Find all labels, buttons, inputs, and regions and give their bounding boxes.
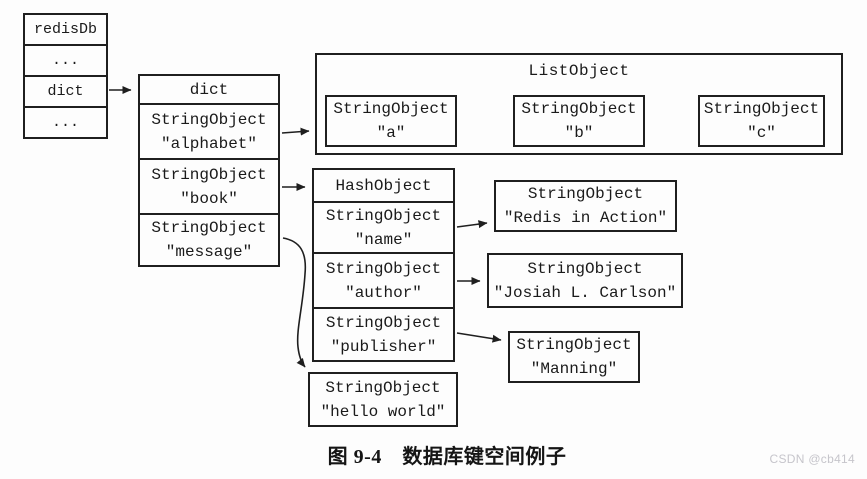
dict-table-header: dict <box>189 80 229 99</box>
object-value-label: "c" <box>747 124 776 142</box>
object-value-label: "Josiah L. Carlson" <box>493 283 677 302</box>
object-type-label: StringObject <box>325 378 441 397</box>
object-type-label: StringObject <box>527 185 644 203</box>
object-value-label: "hello world" <box>320 402 446 421</box>
object-type-label: StringObject <box>151 165 267 184</box>
object-value-label: "author" <box>345 283 422 302</box>
dict-row-message: StringObject "message" <box>140 213 278 265</box>
object-value-label: "alphabet" <box>160 134 257 153</box>
value-box-hello-world: StringObject "hello world" <box>308 372 458 427</box>
hashobject-table: HashObject StringObject "name" StringObj… <box>312 168 455 362</box>
dict-table: dict StringObject "alphabet" StringObjec… <box>138 74 280 267</box>
arrow-publisher-to-manning <box>456 332 502 343</box>
object-value-label: "name" <box>354 230 413 249</box>
object-value-label: "b" <box>564 124 594 142</box>
hashobject-row-publisher: StringObject "publisher" <box>314 307 453 360</box>
redisdb-cell-title: redisDb <box>33 20 97 38</box>
hashobject-row-name: StringObject "name" <box>314 201 453 252</box>
arrow-alphabet-to-listobject <box>281 127 310 136</box>
redisdb-cell-ellipsis-top: ... <box>25 44 106 75</box>
object-value-label: "Redis in Action" <box>503 209 668 227</box>
object-type-label: StringObject <box>151 219 267 237</box>
object-type-label: StringObject <box>325 206 442 225</box>
csdn-watermark: CSDN @cb414 <box>769 452 855 466</box>
value-box-manning: StringObject "Manning" <box>508 331 640 383</box>
object-type-label: StringObject <box>151 110 267 129</box>
redisdb-cell-ellipsis-bottom: ... <box>25 106 106 137</box>
object-type-label: StringObject <box>333 100 449 118</box>
arrow-message-to-hello-world <box>282 237 307 368</box>
object-value-label: "message" <box>165 243 253 261</box>
object-value-label: "Manning" <box>530 360 618 378</box>
listobject-container: ListObject StringObject "a" StringObject… <box>315 53 843 155</box>
dict-row-book: StringObject "book" <box>140 158 278 213</box>
object-value-label: "publisher" <box>330 337 437 356</box>
hashobject-row-author: StringObject "author" <box>314 252 453 307</box>
object-value-label: "a" <box>376 124 406 142</box>
object-type-label: StringObject <box>325 259 442 278</box>
object-type-label: StringObject <box>516 336 632 354</box>
value-box-redis-in-action: StringObject "Redis in Action" <box>494 180 677 232</box>
listobject-item-b: StringObject "b" <box>513 95 645 147</box>
object-type-label: StringObject <box>527 259 643 278</box>
value-box-josiah-carlson: StringObject "Josiah L. Carlson" <box>487 253 683 308</box>
figure-caption: 图 9-4 数据库键空间例子 <box>327 446 567 468</box>
dict-row-alphabet: StringObject "alphabet" <box>140 103 278 158</box>
object-type-label: StringObject <box>325 313 442 332</box>
listobject-item-a: StringObject "a" <box>325 95 457 147</box>
redisdb-table: redisDb ... dict ... <box>23 13 108 139</box>
listobject-title: ListObject <box>528 62 630 80</box>
hashobject-header: HashObject <box>335 176 432 195</box>
object-type-label: StringObject <box>703 100 820 118</box>
redisdb-cell-dict: dict <box>25 75 106 106</box>
arrow-name-to-redis-in-action <box>456 220 488 229</box>
object-type-label: StringObject <box>521 100 637 118</box>
listobject-item-c: StringObject "c" <box>698 95 825 147</box>
object-value-label: "book" <box>180 189 238 208</box>
